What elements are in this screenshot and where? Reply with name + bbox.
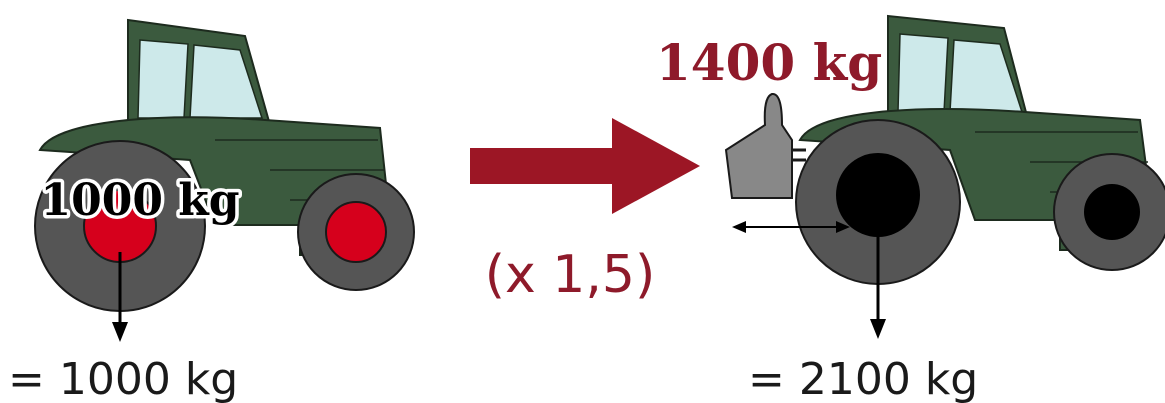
right-result-label: = 2100 kg: [748, 354, 978, 403]
left-tractor: [34, 18, 415, 312]
left-cab-window-side: [189, 44, 264, 119]
right-front-hub: [1084, 184, 1140, 240]
ballast-label: 1400 kg: [656, 33, 882, 92]
left-front-hub: [325, 201, 387, 263]
right-cab-window-front: [897, 33, 949, 113]
multiplier-label: (x 1,5): [485, 245, 656, 305]
right-down-arrow: [870, 225, 886, 339]
left-down-arrow: [112, 252, 128, 342]
transition-arrow: [470, 118, 700, 214]
lever-distance-arrow: [732, 221, 850, 233]
left-cab-window-front: [137, 39, 189, 119]
left-axle-load-label: 1000 kg: [40, 175, 239, 226]
right-rear-hub: [836, 153, 920, 237]
ballast-weight: [724, 93, 806, 199]
right-tractor: [795, 14, 1165, 285]
left-result-label: = 1000 kg: [8, 354, 238, 403]
